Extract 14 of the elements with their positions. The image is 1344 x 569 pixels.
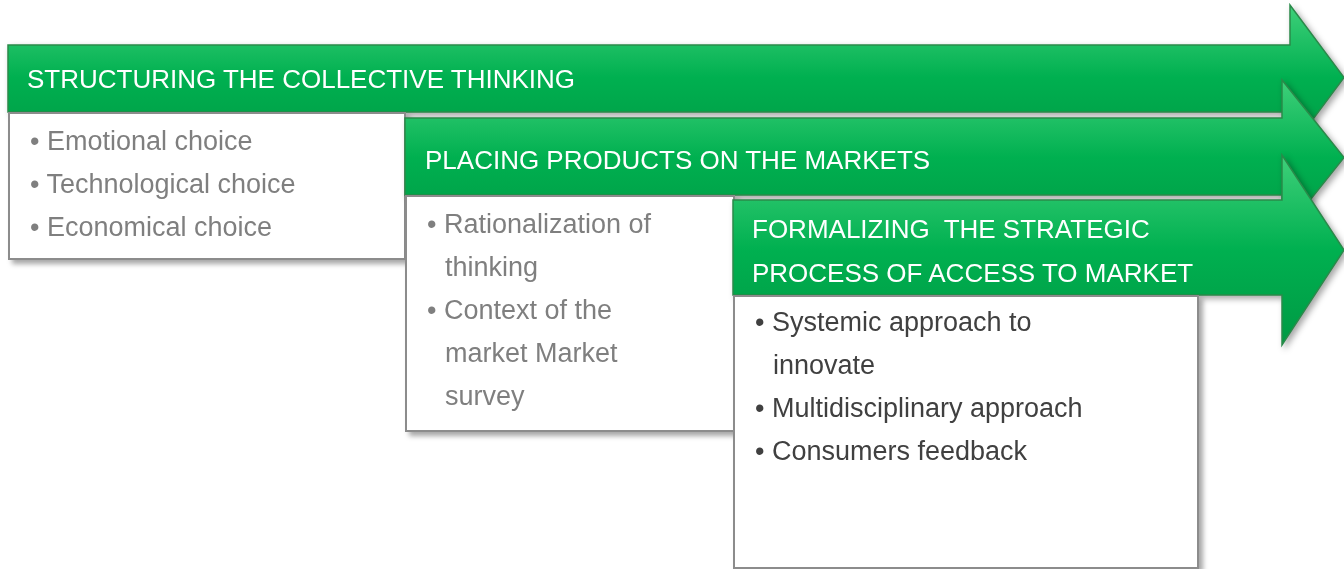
stage-title: STRUCTURING THE COLLECTIVE THINKING [27, 63, 576, 96]
stage-title: FORMALIZING THE STRATEGIC PROCESS OF ACCESS TO MARKET [752, 213, 1195, 290]
bullet-item: • Systemic approach to innovate [755, 306, 1033, 382]
bullet-item: • Rationalization of thinking [427, 208, 653, 284]
bullet-item: • Economical choice [30, 211, 274, 244]
bullet-item: • Consumers feedback [755, 435, 1029, 468]
bullet-list-card [8, 112, 406, 260]
bullet-item: • Context of the market Market survey [427, 294, 619, 413]
bullet-item: • Emotional choice [30, 125, 254, 158]
bullet-list-card [733, 295, 1199, 569]
stage-title: PLACING PRODUCTS ON THE MARKETS [425, 144, 932, 177]
bullet-item: • Technological choice [30, 168, 297, 201]
bullet-list-card [405, 195, 735, 432]
bullet-item: • Multidisciplinary approach [755, 392, 1084, 425]
